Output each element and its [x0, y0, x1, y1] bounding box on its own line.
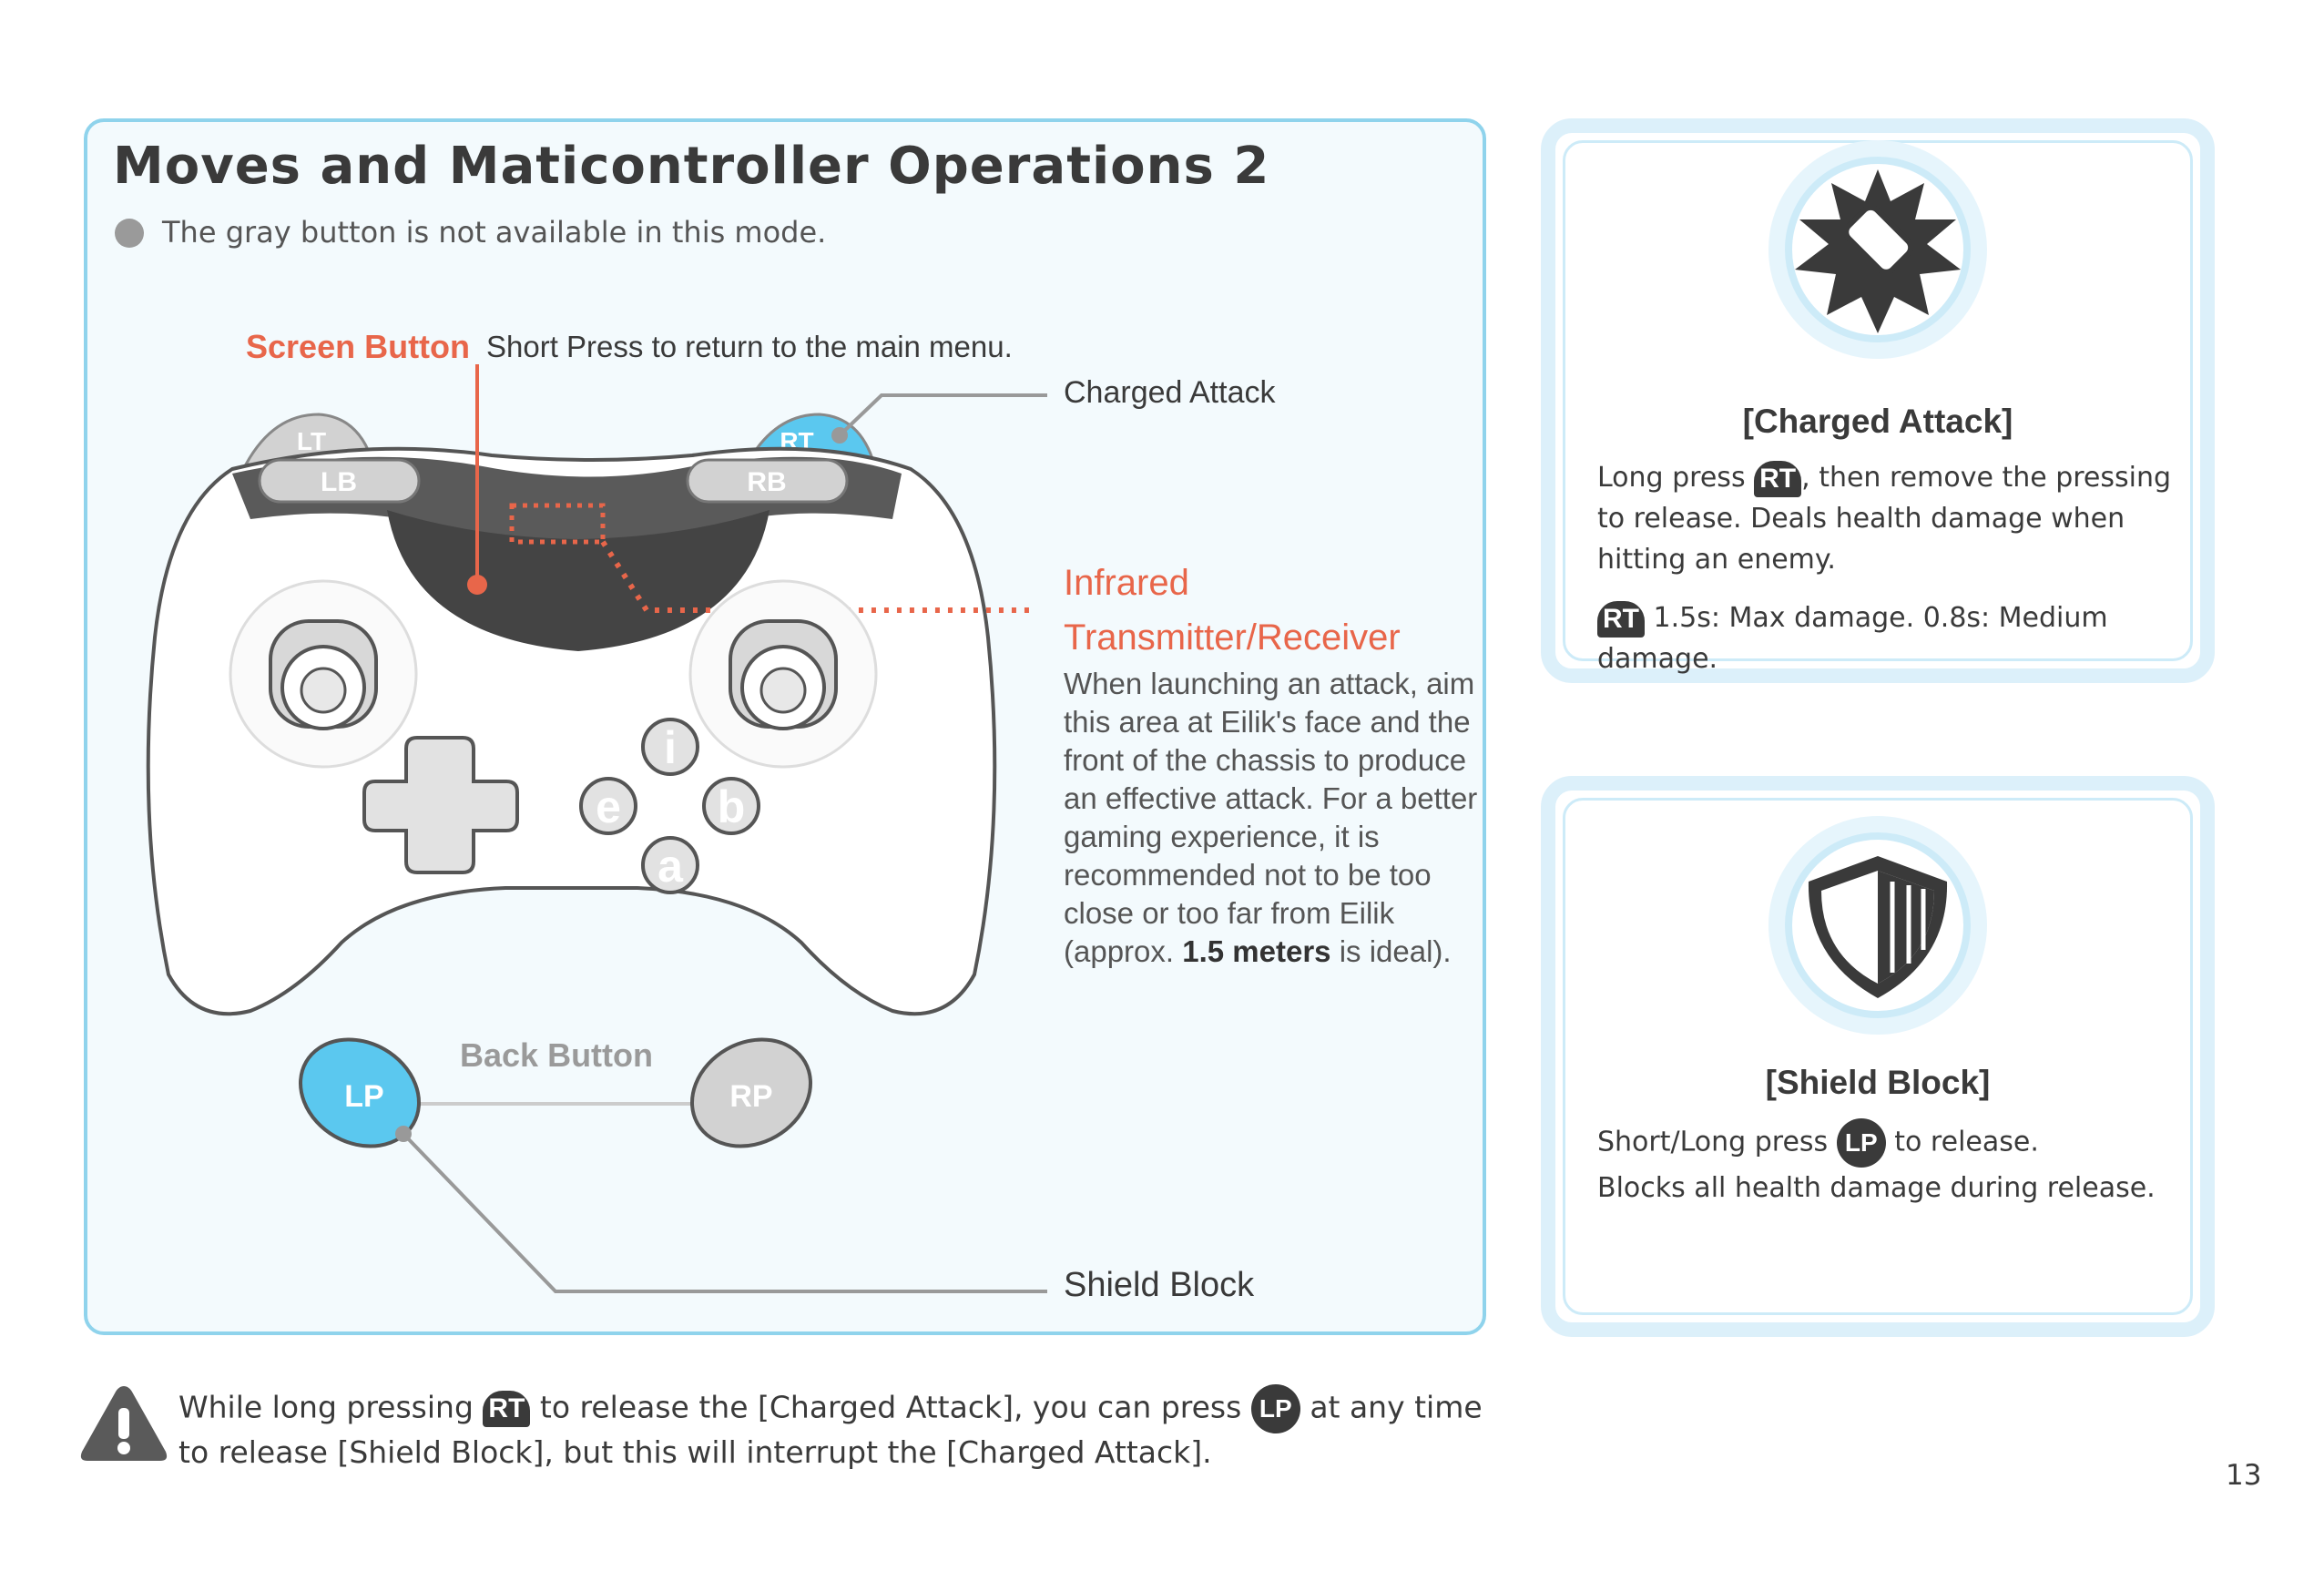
screen-dot	[467, 575, 487, 595]
charged-dot	[831, 427, 848, 444]
button-b-label: b	[718, 781, 746, 832]
gray-note: The gray button is not available in this…	[162, 215, 827, 250]
warning-text-1: While long pressing	[178, 1389, 474, 1425]
lp-chip-icon: LP	[1836, 1118, 1886, 1168]
ir-leader	[600, 540, 1034, 613]
shield-text-1: Short/Long press	[1597, 1126, 1829, 1158]
left-stick-center	[300, 667, 347, 714]
card-frame	[1563, 798, 2193, 1315]
button-e-label: e	[596, 781, 621, 832]
warning-text: While long pressing RT to release the [C…	[178, 1384, 1508, 1472]
rp-label: RP	[729, 1079, 772, 1114]
lt-label: LT	[297, 427, 326, 455]
rp-paddle	[690, 1037, 812, 1148]
shield-block-card: [Shield Block] Short/Long press LP to re…	[1541, 776, 2215, 1337]
warning-icon	[80, 1386, 168, 1461]
warning-text-2: to release the [Charged Attack], you can…	[539, 1389, 1242, 1425]
page-title: Moves and Maticontroller Operations 2	[113, 137, 1270, 196]
charged-attack-card: [Charged Attack] Long press RT, then rem…	[1541, 118, 2215, 683]
shield-card-title: [Shield Block]	[1765, 1064, 1991, 1101]
ir-desc-1: When launching an attack, aim this area …	[1064, 667, 1478, 968]
rb-label: RB	[747, 467, 786, 497]
ir-description: When launching an attack, aim this area …	[1064, 665, 1483, 971]
charged-text-1: Long press	[1597, 462, 1746, 494]
charged-leader	[838, 393, 1047, 437]
lb-label: LB	[321, 467, 357, 497]
shield-card-text: Short/Long press LP to release. Blocks a…	[1597, 1118, 2198, 1209]
screen-area	[387, 510, 770, 651]
charged-text-2: , then remove the pressing to release. D…	[1597, 462, 2172, 576]
charged-card-text: Long press RT, then remove the pressing …	[1597, 457, 2198, 580]
button-e	[579, 777, 637, 835]
shield-block-label: Shield Block	[1064, 1266, 1255, 1304]
lp-paddle	[299, 1037, 421, 1148]
ir-desc-bold: 1.5 meters	[1182, 934, 1331, 968]
rt-chip-icon: RT	[1597, 600, 1645, 638]
charged-attack-icon	[1768, 140, 1987, 359]
ir-title: Infrared Transmitter/Receiver	[1064, 563, 1401, 658]
shield-text-2: to release.	[1894, 1126, 2039, 1158]
warning-text-3: at any time to release [Shield Block], b…	[178, 1389, 1483, 1471]
button-i-label: i	[664, 722, 677, 773]
button-i	[641, 718, 699, 776]
back-button-label: Back Button	[460, 1036, 654, 1074]
button-b	[702, 777, 760, 835]
shield-text-3: Blocks all health damage during release.	[1597, 1172, 2156, 1204]
charged-card-title: [Charged Attack]	[1742, 403, 2013, 440]
ir-desc-2: is ideal).	[1339, 934, 1452, 968]
button-a-label: a	[657, 841, 684, 892]
rt-chip-icon: RT	[483, 1391, 531, 1427]
gray-dot-icon	[115, 219, 144, 248]
shield-dot	[395, 1126, 412, 1142]
screen-button-desc: Short Press to return to the main menu.	[486, 330, 1013, 363]
lp-label: LP	[344, 1079, 383, 1114]
rb-bumper	[686, 458, 849, 504]
lb-bumper	[258, 458, 421, 504]
ir-window	[509, 503, 606, 545]
right-stick-center	[759, 667, 807, 714]
shield-leader	[402, 1132, 1047, 1293]
rt-chip-icon: RT	[1754, 460, 1802, 497]
shield-icon	[1768, 816, 1987, 1035]
page-number: 13	[2226, 1459, 2262, 1492]
dpad	[362, 736, 519, 874]
charged-timing: RT 1.5s: Max damage. 0.8s: Medium damage…	[1597, 597, 2198, 679]
charged-timing-text: 1.5s: Max damage. 0.8s: Medium damage.	[1597, 602, 2108, 675]
button-a	[641, 836, 699, 894]
lp-chip-icon: LP	[1250, 1384, 1300, 1433]
charged-attack-label: Charged Attack	[1064, 375, 1276, 410]
screen-button-title: Screen Button	[246, 328, 471, 365]
